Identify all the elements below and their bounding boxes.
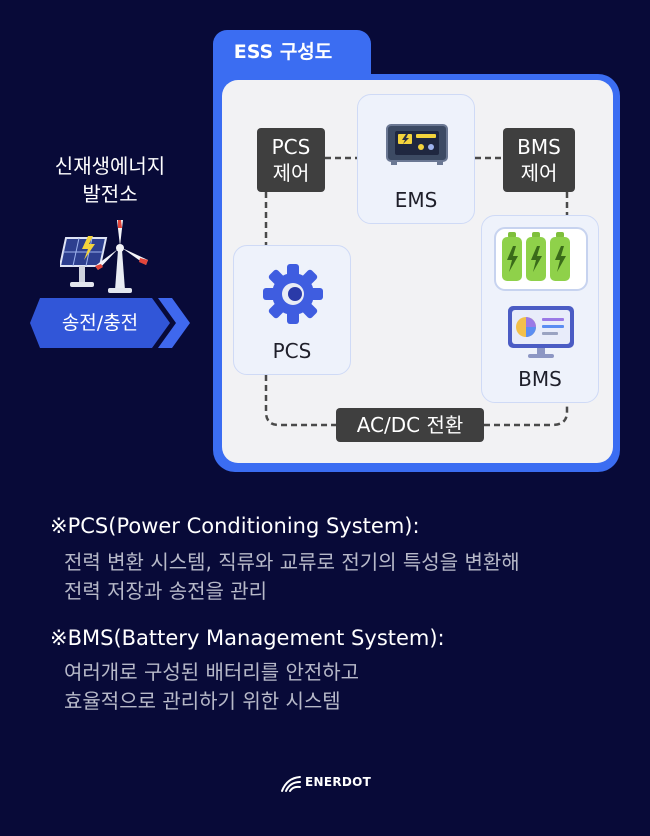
bms-tag-line1: BMS	[517, 135, 561, 159]
footer-brand: ENERDOT	[305, 775, 372, 789]
acdc-conversion-tag: AC/DC 전환	[336, 408, 484, 442]
transmission-label: 송전/충전	[61, 312, 139, 334]
pcs-tag-line1: PCS	[271, 135, 311, 159]
pcs-tag-line2: 제어	[272, 161, 310, 185]
monitor-chart-icon	[508, 306, 574, 358]
bms-control-tag: BMS 제어	[503, 128, 575, 192]
source-label-line1: 신재생에너지	[54, 154, 166, 178]
gear-icon	[263, 264, 323, 324]
pcs-note-line: 전력 저장과 송전을 관리	[64, 579, 268, 603]
bms-tag-line2: 제어	[520, 161, 558, 185]
pcs-label: PCS	[272, 339, 312, 363]
ems-label: EMS	[394, 188, 438, 212]
source-label-line2: 발전소	[82, 182, 138, 206]
pcs-note-heading: ※PCS(Power Conditioning System):	[50, 514, 420, 538]
transmission-arrow	[30, 298, 190, 348]
bms-note-line: 여러개로 구성된 배터리를 안전하고	[64, 660, 360, 684]
bms-card: BMS	[481, 215, 599, 403]
generator-icon	[386, 124, 448, 165]
enerdot-logo-icon	[281, 776, 301, 792]
solar-wind-icon	[60, 220, 148, 293]
ess-title: ESS 구성도	[233, 41, 333, 63]
battery-pack-icon	[494, 227, 588, 291]
pcs-card: PCS	[233, 245, 351, 375]
ems-card: EMS	[357, 94, 475, 224]
pcs-note-line: 전력 변환 시스템, 직류와 교류로 전기의 특성을 변환해	[64, 550, 520, 574]
bms-note-heading: ※BMS(Battery Management System):	[50, 626, 445, 650]
pcs-control-tag: PCS 제어	[257, 128, 325, 192]
source-label: 신재생에너지 발전소	[30, 152, 190, 208]
bms-note-line: 효율적으로 관리하기 위한 시스템	[64, 689, 341, 713]
bms-label: BMS	[518, 367, 562, 391]
